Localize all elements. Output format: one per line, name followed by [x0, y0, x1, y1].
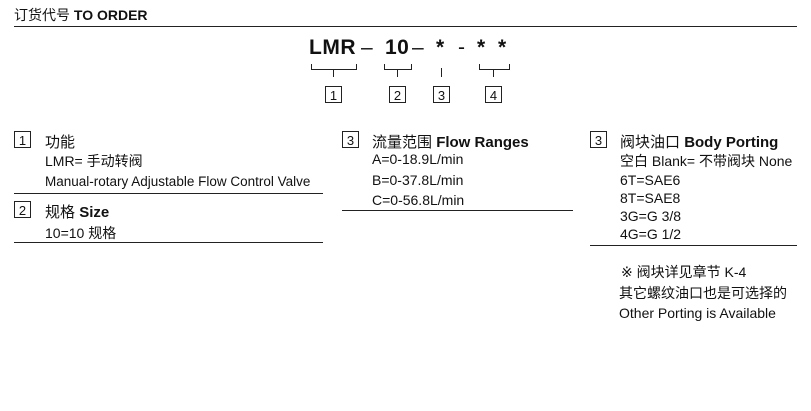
model-prefix: LMR — [309, 36, 356, 59]
page-title-en: TO ORDER — [73, 7, 148, 23]
porting-line-2: 6T=SAE6 — [620, 172, 681, 188]
header-divider — [14, 26, 797, 27]
marker-box-2: 2 — [389, 86, 406, 103]
porting-line-5: 4G=G 1/2 — [620, 226, 682, 242]
size-line-1: 10=10 规格 — [45, 225, 117, 241]
bracket-stem-3 — [441, 68, 442, 77]
bracket-1 — [311, 64, 357, 70]
section-number-box: 2 — [14, 201, 31, 218]
model-dash-2: – — [412, 36, 425, 59]
model-flow-star: * — [436, 36, 445, 59]
model-dash-1: – — [361, 36, 374, 59]
bracket-2 — [384, 64, 412, 70]
marker-box-4: 4 — [485, 86, 502, 103]
bracket-stem-2 — [397, 70, 398, 77]
section-number-box: 1 — [14, 131, 31, 148]
porting-line-3: 8T=SAE8 — [620, 190, 681, 206]
section-number-box: 3 — [342, 131, 359, 148]
marker-box-1: 1 — [325, 86, 342, 103]
note-line-1: ※ 阀块详见章节 K-4 — [621, 264, 747, 280]
model-size: 10 — [385, 36, 410, 59]
section-divider — [342, 210, 573, 211]
section-number-box: 3 — [590, 131, 607, 148]
section-title: 流量范围 Flow Ranges — [372, 134, 529, 151]
section-title: 功能 — [45, 134, 76, 151]
model-port-star-2: * — [498, 36, 507, 59]
section-title: 阀块油口 Body Porting — [620, 134, 779, 151]
bracket-stem-1 — [333, 70, 334, 77]
flow-line-3: C=0-56.8L/min — [372, 192, 465, 208]
marker-box-3: 3 — [433, 86, 450, 103]
bracket-stem-4 — [493, 70, 494, 77]
page-title-cn: 订货代号 — [14, 7, 70, 23]
section-divider — [14, 193, 323, 194]
model-dash-3: - — [458, 36, 466, 59]
model-port-star-1: * — [477, 36, 486, 59]
function-line-1: LMR= 手动转阀 — [45, 153, 143, 169]
flow-line-2: B=0-37.8L/min — [372, 172, 464, 188]
section-title: 规格 Size — [45, 204, 110, 221]
porting-line-1: 空白 Blank= 不带阀块 None — [620, 153, 793, 169]
note-line-2: 其它螺纹油口也是可选择的 — [619, 285, 787, 301]
section-divider — [590, 245, 797, 246]
page-title: 订货代号 TO ORDER — [14, 5, 148, 25]
flow-line-1: A=0-18.9L/min — [372, 151, 464, 167]
porting-line-4: 3G=G 3/8 — [620, 208, 682, 224]
function-line-2: Manual-rotary Adjustable Flow Control Va… — [45, 174, 311, 189]
bracket-4 — [479, 64, 510, 70]
section-divider — [14, 242, 323, 243]
note-line-3: Other Porting is Available — [619, 305, 776, 321]
